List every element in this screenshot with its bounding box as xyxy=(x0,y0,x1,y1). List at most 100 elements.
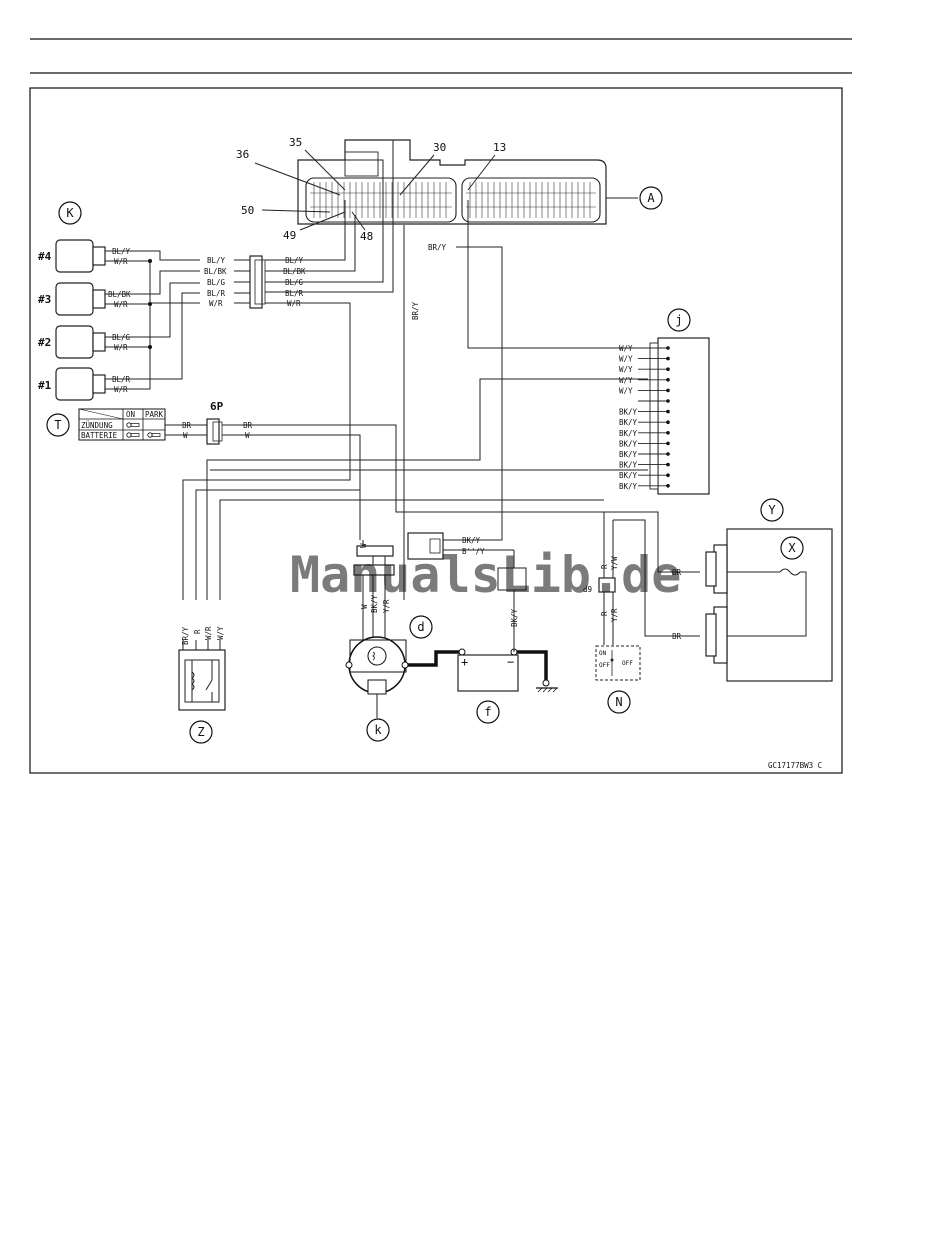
pin-label-13: 13 xyxy=(493,141,506,154)
wire-label: BR xyxy=(243,421,253,430)
callout-k xyxy=(58,201,82,225)
wire-label: BK/Y xyxy=(619,450,638,459)
wire-label: W xyxy=(359,543,368,548)
connector-6p-label: 6P xyxy=(210,400,224,413)
wire-label: BK/Y xyxy=(619,418,638,427)
battery-plus-label: + xyxy=(461,655,468,669)
wire-label: W/Y xyxy=(619,355,633,364)
switch-zundung-label: ZÜNDUNG xyxy=(81,421,113,430)
diagram-code: GC17177BW3 C xyxy=(768,761,822,770)
switch-n-off: OFF xyxy=(599,662,610,669)
wire-label: W/Y xyxy=(216,626,225,640)
wire-label: BK/Y xyxy=(619,471,638,480)
wire-label: BK/Y xyxy=(619,482,638,491)
battery-cable-positive xyxy=(408,650,460,667)
callout-d xyxy=(409,615,433,639)
switch-on-label: ON xyxy=(126,410,135,419)
switch-n-off-2: OFF xyxy=(622,660,633,667)
wire-label: W/R xyxy=(209,299,223,308)
callout-j xyxy=(667,308,691,332)
wire-label: BR/Y xyxy=(181,626,190,645)
pin-label-36: 36 xyxy=(236,148,249,161)
callout-y-label: Y xyxy=(768,503,776,517)
pin-label-48: 48 xyxy=(360,230,373,243)
ignition-coil-2: #2 xyxy=(38,325,106,359)
wire-label: Y/R xyxy=(610,608,619,622)
coil-wiring xyxy=(105,250,200,390)
ecu-unit xyxy=(297,139,607,225)
wire-label: BL/BK xyxy=(204,267,227,276)
callout-a xyxy=(639,186,663,210)
fuse-box-y xyxy=(705,528,833,682)
connector-j xyxy=(657,337,710,495)
pin-label-50: 50 xyxy=(241,204,254,217)
callout-n xyxy=(607,690,631,714)
callout-z-label: Z xyxy=(197,725,204,739)
wire-label: W/Y xyxy=(619,386,633,395)
diagram-frame xyxy=(29,87,843,774)
starter-relay-d xyxy=(353,540,395,645)
callout-z xyxy=(189,720,213,744)
wire-label: R xyxy=(193,629,202,634)
ignition-coil-3: #3 xyxy=(38,282,106,316)
callout-k-label: K xyxy=(66,206,74,220)
callout-t xyxy=(46,413,70,437)
coil-label-3: #3 xyxy=(38,293,51,306)
ignition-coil-4: #4 xyxy=(38,239,106,273)
wire-label: BL/Y xyxy=(207,256,226,265)
wire-label: BR xyxy=(182,421,192,430)
wire-label: W xyxy=(360,604,369,609)
wire-label: BK/Y xyxy=(619,439,638,448)
wire-label: W xyxy=(183,431,188,440)
wire-label: R xyxy=(600,564,609,569)
coil-label-1: #1 xyxy=(38,379,52,392)
wire-label: BK/Y xyxy=(510,608,519,627)
wire-label: BL/R xyxy=(285,289,304,298)
watermark: ManualsLib.de xyxy=(290,546,681,604)
wire-label: BK/Y xyxy=(619,429,638,438)
pin-label-49: 49 xyxy=(283,229,296,242)
connector-bky xyxy=(407,532,527,652)
wire-label: Y/W xyxy=(610,556,619,570)
battery-cable-negative xyxy=(517,650,548,680)
pin-label-30: 30 xyxy=(433,141,446,154)
coil-label-2: #2 xyxy=(38,336,51,349)
wire-label: B''/Y xyxy=(462,547,485,556)
callout-x-label: X xyxy=(788,541,796,555)
wire-label: BK/Y xyxy=(619,461,638,470)
wire-label: BL/G xyxy=(207,278,226,287)
ignition-switch-table: ON PARK ZÜNDUNG BATTERIE xyxy=(78,408,166,441)
switch-batterie-label: BATTERIE xyxy=(81,431,118,440)
wire-label: R xyxy=(600,611,609,616)
callout-n-label: N xyxy=(615,695,622,709)
wire-label: BR xyxy=(672,568,682,577)
wire-label: W/Y xyxy=(619,376,633,385)
connector-n-upper xyxy=(598,511,700,645)
callout-k-lower xyxy=(366,718,390,742)
wire-label: W xyxy=(245,431,250,440)
callout-j-label: j xyxy=(675,313,682,327)
wire-label: BL/R xyxy=(207,289,226,298)
wire-label: Y/R xyxy=(382,599,391,613)
callout-f-label: f xyxy=(484,705,491,719)
starter-relay-k xyxy=(345,636,409,718)
callout-a-label: A xyxy=(647,191,655,205)
relay-z xyxy=(178,649,226,711)
ground-symbol xyxy=(536,679,558,693)
switch-park-label: PARK xyxy=(145,410,164,419)
wire-label: BK/Y xyxy=(619,408,638,417)
battery-f: + − xyxy=(457,648,519,692)
switch-n-on: ON xyxy=(599,650,607,657)
wire-label: W/Y xyxy=(619,344,633,353)
wire-label: W/R xyxy=(204,626,213,640)
coil-label-4: #4 xyxy=(38,250,52,263)
wire-label: BK/Y xyxy=(462,536,481,545)
battery-minus-label: − xyxy=(507,655,514,669)
callout-y xyxy=(760,498,784,522)
kill-switch-n: ON OFF OFF xyxy=(595,645,641,681)
wire-label: BK/Y xyxy=(370,594,379,613)
wire-label: W/Y xyxy=(619,365,633,374)
ignition-coil-1: #1 xyxy=(38,367,106,401)
callout-d-label: d xyxy=(417,620,424,634)
